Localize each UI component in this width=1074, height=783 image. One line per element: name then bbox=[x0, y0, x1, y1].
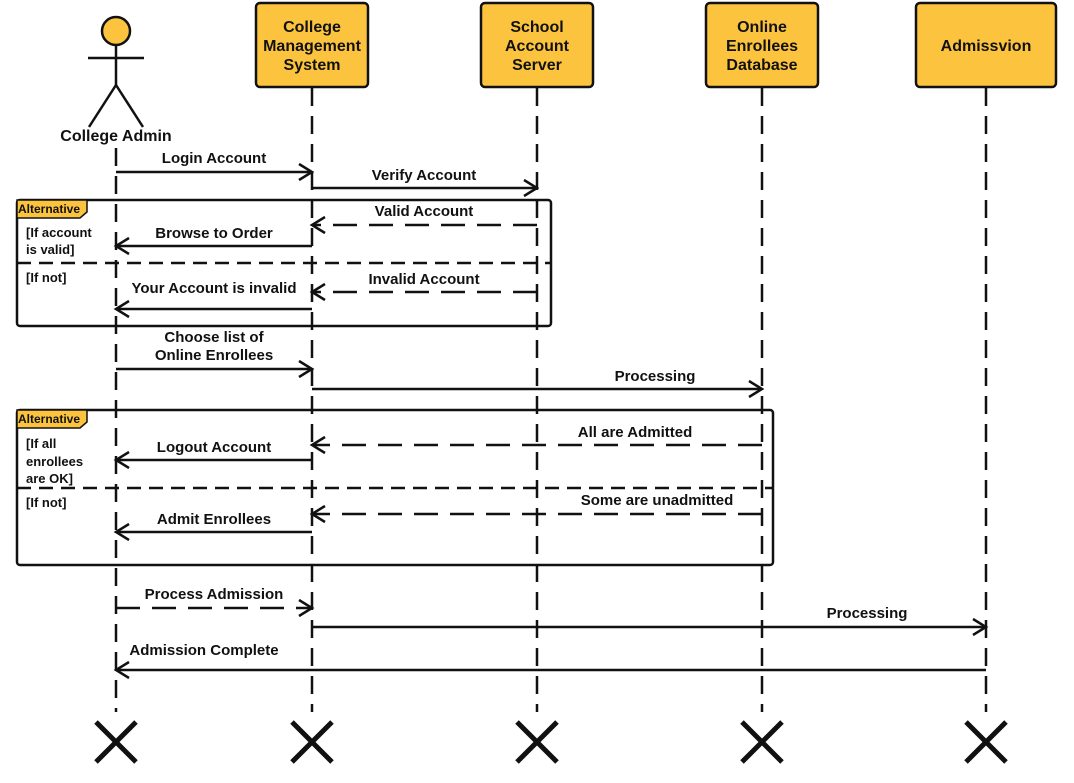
alt-guard-label: [If not] bbox=[26, 270, 66, 285]
message-label: Processing bbox=[827, 605, 908, 622]
alt-fragment-tag-label: Alternative bbox=[18, 412, 80, 426]
arrowhead-icon bbox=[298, 162, 315, 182]
participant-box-oed bbox=[704, 1, 820, 89]
participant-label-sas: Account bbox=[505, 38, 570, 55]
message-label: Process Admission bbox=[145, 586, 284, 603]
arrowhead-icon bbox=[748, 379, 765, 399]
actor-right-leg bbox=[114, 84, 145, 128]
actor-head bbox=[100, 15, 132, 47]
message-label: Invalid Account bbox=[368, 271, 479, 288]
participant-label-sas: School bbox=[510, 19, 563, 36]
arrowhead-icon bbox=[113, 236, 130, 256]
participant-box-sas bbox=[479, 1, 595, 89]
participant-label-adm: Admissvion bbox=[941, 38, 1032, 55]
actor-name: College Admin bbox=[60, 128, 171, 145]
arrowhead-icon bbox=[972, 617, 989, 637]
arrowhead-icon bbox=[113, 660, 130, 680]
alt-guard-label: is valid] bbox=[26, 242, 74, 257]
message-label: Logout Account bbox=[157, 439, 271, 456]
alt-guard-label: enrollees bbox=[26, 454, 83, 469]
participant-label-cms: College bbox=[283, 19, 341, 36]
arrowhead-icon bbox=[298, 359, 315, 379]
alt-guard-label: [If not] bbox=[26, 495, 66, 510]
message-label: Admit Enrollees bbox=[157, 511, 271, 528]
x-stroke bbox=[290, 720, 334, 764]
participant-box-adm bbox=[914, 1, 1058, 89]
x-stroke bbox=[964, 720, 1008, 764]
x-destroy-icon bbox=[94, 720, 138, 764]
arrowhead-icon bbox=[309, 435, 326, 455]
arrowhead-icon bbox=[309, 282, 326, 302]
message-label: Login Account bbox=[162, 150, 266, 167]
message-label: All are Admitted bbox=[578, 424, 692, 441]
x-destroy-icon bbox=[290, 720, 334, 764]
alt-guard-label: are OK] bbox=[26, 471, 73, 486]
stick-figure-actor-icon bbox=[87, 15, 145, 128]
arrowhead-icon bbox=[309, 504, 326, 524]
message-label: Valid Account bbox=[375, 203, 474, 220]
x-destroy-icon bbox=[740, 720, 784, 764]
x-destroy-icon bbox=[964, 720, 1008, 764]
arrowhead-icon bbox=[113, 522, 130, 542]
message-label: Verify Account bbox=[372, 167, 476, 184]
participant-box-cms bbox=[254, 1, 370, 89]
alt-fragment-tag bbox=[16, 199, 88, 219]
message-label: Some are unadmitted bbox=[581, 492, 734, 509]
message-label: Browse to Order bbox=[155, 225, 273, 242]
arrowhead-icon bbox=[113, 299, 130, 319]
message-label: Your Account is invalid bbox=[131, 280, 296, 297]
arrowhead-icon bbox=[523, 178, 540, 198]
alt-guard-label: [If account bbox=[26, 225, 92, 240]
alt-fragment-tag-label: Alternative bbox=[18, 202, 80, 216]
actor-left-leg bbox=[87, 84, 118, 128]
arrowhead-icon bbox=[298, 598, 315, 618]
participant-label-cms: System bbox=[284, 57, 341, 74]
arrowhead-icon bbox=[309, 215, 326, 235]
arrowhead-icon bbox=[113, 450, 130, 470]
x-stroke bbox=[515, 720, 559, 764]
x-stroke bbox=[740, 720, 784, 764]
participant-label-oed: Online bbox=[737, 19, 787, 36]
participant-label-sas: Server bbox=[512, 57, 562, 74]
message-label: Admission Complete bbox=[129, 642, 278, 659]
x-destroy-icon bbox=[515, 720, 559, 764]
message-label: Choose list of bbox=[164, 329, 264, 346]
message-label: Online Enrollees bbox=[155, 347, 273, 364]
x-stroke bbox=[94, 720, 138, 764]
participant-label-oed: Database bbox=[726, 57, 797, 74]
participant-label-cms: Management bbox=[263, 38, 361, 55]
alt-guard-label: [If all bbox=[26, 436, 56, 451]
participant-label-oed: Enrollees bbox=[726, 38, 798, 55]
alt-fragment-tag bbox=[16, 409, 88, 429]
message-label: Processing bbox=[615, 368, 696, 385]
